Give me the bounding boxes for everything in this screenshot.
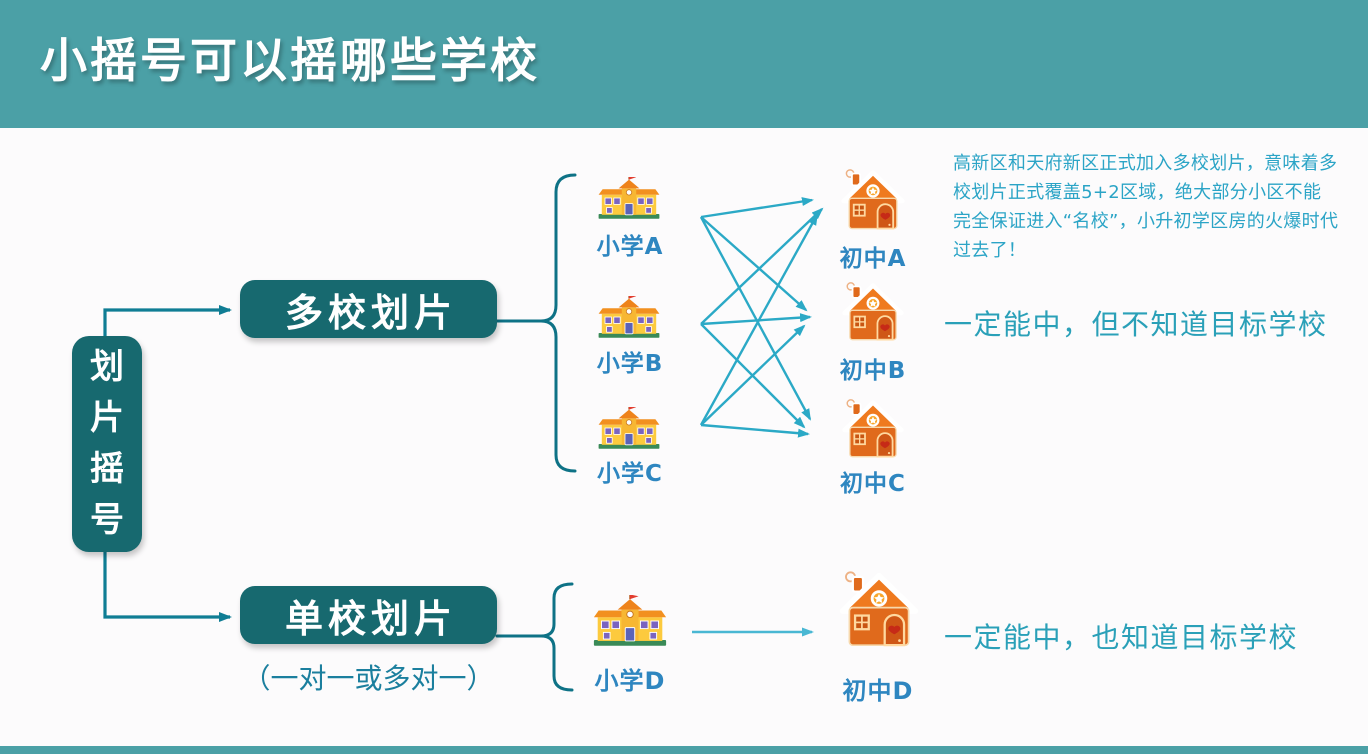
- gingerbread-house-icon: [838, 570, 920, 652]
- school-building-icon: [597, 177, 661, 219]
- multi-zoning-result-text: 一定能中，但不知道目标学校: [944, 308, 1328, 341]
- school-building-icon: [597, 407, 661, 449]
- bottom-bar: [0, 746, 1368, 754]
- node-lottery-root: 划片摇号: [72, 336, 142, 552]
- middle-school-d-label: 初中D: [842, 677, 914, 705]
- middle-school-c-label: 初中C: [840, 471, 906, 497]
- middle-school-b-label: 初中B: [839, 358, 907, 384]
- policy-note: 高新区和天府新区正式加入多校划片，意味着多校划片正式覆盖5+2区域，绝大部分小区…: [953, 153, 1339, 261]
- page-title: 小摇号可以摇哪些学校: [40, 34, 540, 89]
- school-building-icon: [597, 296, 661, 338]
- fanout-arrows: [699, 197, 824, 438]
- node-single-label: 单校划片: [284, 596, 457, 641]
- gingerbread-house-icon: [839, 398, 907, 462]
- node-single-school-zoning: 单校划片: [240, 586, 497, 644]
- brace-single: [495, 582, 574, 692]
- brace-multi: [495, 173, 577, 473]
- primary-school-d-label: 小学D: [594, 667, 666, 695]
- single-zoning-subtitle: （一对一或多对一）: [242, 662, 495, 695]
- primary-school-b-label: 小学B: [596, 351, 664, 377]
- gingerbread-house-icon: [839, 168, 907, 234]
- middle-school-a-label: 初中A: [839, 246, 907, 272]
- school-building-icon: [592, 595, 668, 647]
- root-connectors: [103, 305, 232, 622]
- gingerbread-house-icon: [839, 281, 907, 345]
- node-multi-school-zoning: 多校划片: [240, 280, 497, 338]
- title-bar: 小摇号可以摇哪些学校: [0, 0, 1368, 128]
- primary-school-c-label: 小学C: [597, 461, 663, 487]
- node-multi-label: 多校划片: [284, 290, 457, 335]
- single-zoning-result-text: 一定能中，也知道目标学校: [944, 621, 1299, 654]
- primary-school-a-label: 小学A: [596, 234, 664, 260]
- node-lottery-root-label: 划片摇号: [90, 347, 124, 540]
